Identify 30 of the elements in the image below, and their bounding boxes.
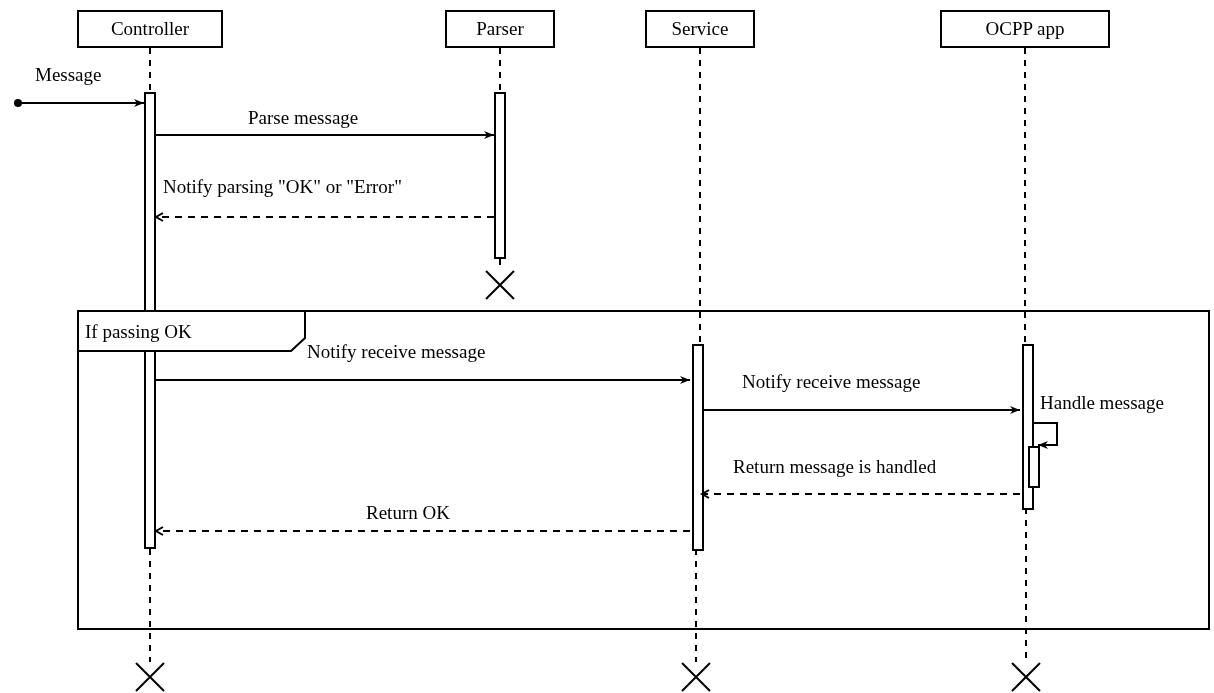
lifeline	[1024, 47, 1026, 343]
message-arrow	[701, 489, 1021, 499]
destruction-mark	[1011, 662, 1041, 692]
lifeline	[499, 47, 501, 93]
activation-bar	[692, 344, 704, 551]
message-arrow	[1031, 422, 1058, 449]
lifeline	[699, 47, 701, 343]
edge-label: Notify receive message	[742, 371, 921, 393]
message-arrow	[155, 131, 495, 139]
participant-box: Parser	[445, 10, 555, 48]
message-arrow	[155, 526, 691, 536]
participant-box: OCPP app	[940, 10, 1110, 48]
destruction-mark	[135, 662, 165, 692]
participant-box: Controller	[77, 10, 223, 48]
message-arrow	[14, 99, 145, 107]
lifeline	[695, 548, 697, 663]
message-arrow	[155, 376, 691, 384]
lifeline	[149, 548, 151, 663]
activation-bar	[494, 92, 506, 259]
fragment-frame	[77, 310, 1210, 630]
destruction-mark	[681, 662, 711, 692]
edge-label: Notify receive message	[307, 341, 486, 363]
participant-box: Service	[645, 10, 755, 48]
activation-bar	[1028, 446, 1040, 488]
destruction-mark	[485, 270, 515, 300]
frame-label: If passing OK	[85, 321, 192, 343]
message-arrow	[155, 212, 495, 222]
edge-label: Notify parsing "OK" or "Error"	[163, 176, 402, 198]
message-arrow	[701, 406, 1021, 414]
lifeline	[149, 47, 151, 93]
